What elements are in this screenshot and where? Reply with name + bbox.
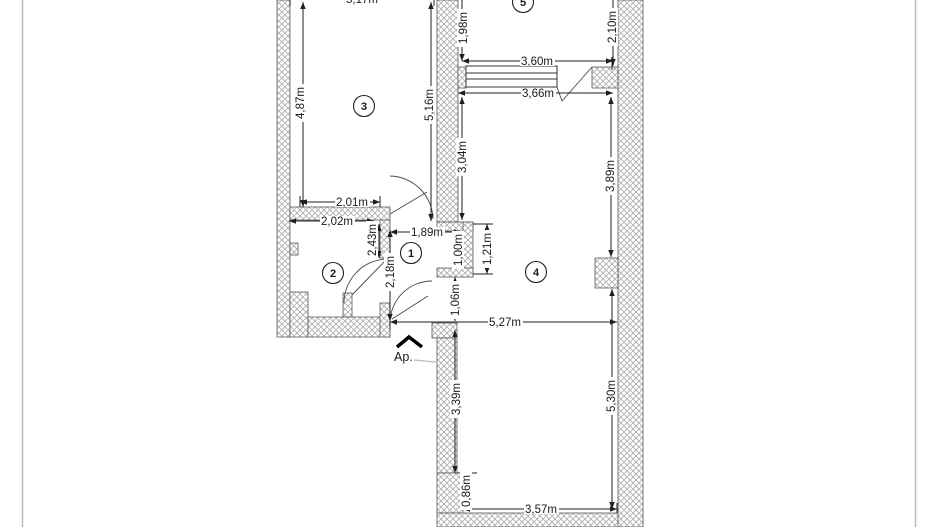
wall-room1-room2-upper (379, 219, 391, 259)
dim-balcony-opening: 3,60m (521, 56, 553, 68)
wall-room4-pier (594, 257, 619, 289)
dim-niche-inner: 1,00m (453, 234, 465, 266)
dim-room3-bottom: 2,01m (336, 197, 368, 209)
dim-room4-mid: 5,27m (489, 317, 521, 329)
walls (276, 0, 644, 527)
dim-room4-top: 3,66m (522, 88, 554, 100)
wall-room4-step (436, 472, 464, 514)
room-label-2: 2 (321, 261, 345, 285)
window-frame (465, 65, 558, 88)
dim-hall-opening: 1,06m (450, 284, 462, 316)
dim-hall-width: 1,89m (411, 227, 443, 239)
wall-niche-bottom (436, 267, 474, 278)
entrance-marker: Ap. (394, 334, 437, 364)
svg-text:4: 4 (533, 267, 540, 279)
room-label-5: 5 (511, 0, 535, 14)
dim-room3-left-height: 4,87m (295, 87, 307, 119)
dim-niche-outer: 1,21m (482, 233, 494, 265)
room-labels: 3 5 2 1 4 (321, 0, 548, 285)
dim-top-width: 5,17m (346, 0, 378, 6)
wall-room2-pilaster-left (289, 242, 299, 256)
door-leaf-room2 (351, 261, 385, 296)
door-arc-room2 (343, 258, 389, 304)
entrance-leader-line (413, 359, 437, 363)
dim-room3-right-height: 5,16m (424, 89, 436, 121)
dimensions-horizontal: 5,17m 2,01m 2,02m 1,89m 3,60m 3,66m 5,27… (289, 0, 618, 516)
wall-window-pier-left (457, 66, 467, 89)
dim-room4-lower-left: 3,39m (451, 383, 463, 415)
wall-room2-bottom (307, 316, 391, 338)
wall-window-pier-right (591, 66, 619, 89)
svg-text:1: 1 (408, 248, 414, 260)
wall-right-outer (617, 0, 644, 527)
dimensions-vertical: 4,87m 5,16m 1,98m 2,10m 3,04m 3,89m 2,43… (294, 0, 619, 510)
dim-room4-upper-right: 3,89m (605, 160, 617, 192)
wall-entry-corner (431, 322, 458, 339)
dim-room4-upper-left: 3,04m (457, 141, 469, 173)
dim-room2-height: 2,43m (367, 224, 379, 256)
dim-room2-top: 2,02m (321, 216, 353, 228)
dim-hall-left-height: 2,18m (385, 256, 397, 288)
dim-room5-left-height: 1,98m (458, 12, 470, 44)
entrance-label: Ap. (394, 350, 413, 364)
room-label-4: 4 (524, 260, 548, 284)
entrance-arrow-icon (395, 334, 424, 349)
door-arc-room3 (389, 175, 434, 220)
wall-room2-corner-block (289, 291, 309, 338)
dim-room4-lower-right: 5,30m (606, 380, 618, 412)
balcony-door-swing (556, 66, 593, 102)
svg-text:3: 3 (361, 101, 367, 113)
room-label-3: 3 (352, 94, 376, 118)
door-leaf-room3 (389, 191, 428, 215)
dim-step-height: 0,86m (461, 475, 473, 507)
wall-room2-pilaster-bottom (342, 292, 353, 318)
dim-room5-right-height: 2,10m (607, 11, 619, 43)
dim-room4-bottom: 3,57m (525, 504, 557, 516)
wall-room1-room2-lower (379, 302, 391, 338)
wall-center (436, 0, 459, 223)
room-label-1: 1 (399, 241, 423, 265)
svg-text:2: 2 (330, 268, 336, 280)
door-leaf-entry (391, 295, 429, 320)
svg-text:5: 5 (520, 0, 526, 9)
wall-left-outer (276, 0, 291, 338)
